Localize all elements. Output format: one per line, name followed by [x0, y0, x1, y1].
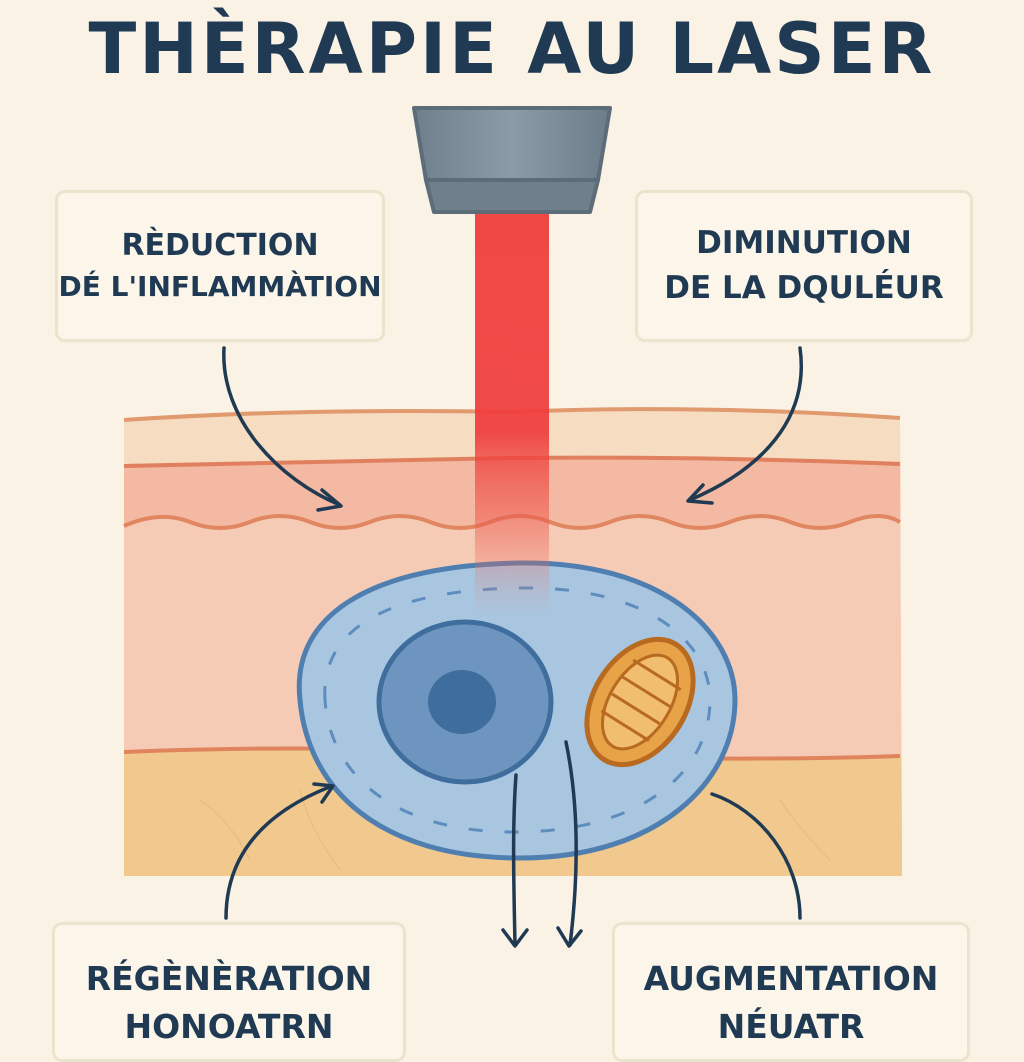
- arrow-regeneration: [224, 784, 334, 920]
- arrow-augmentation: [710, 792, 802, 920]
- arrow-pain: [688, 346, 803, 502]
- label-line: AUGMENTATION: [643, 959, 939, 998]
- label-line: DIMINUTION: [696, 225, 912, 262]
- laser-therapy-diagram: THÈRAPIE AU LASER RÈDUCTION DÉ L'INFLAMM…: [52, 8, 973, 1062]
- label-augmentation: AUGMENTATION NÉUATR: [612, 922, 970, 1062]
- label-line: RÉGÈNÈRATION: [85, 959, 373, 998]
- laser-device: [412, 106, 612, 214]
- label-regeneration: RÉGÈNÈRATION HONOATRN: [52, 922, 406, 1062]
- label-line: NÉUATR: [717, 1006, 865, 1046]
- mitochondrion: [584, 636, 696, 768]
- arrow-down-right: [564, 740, 579, 947]
- arrow-inflammation: [222, 346, 342, 507]
- label-line: RÈDUCTION: [121, 227, 319, 263]
- cell: [296, 560, 738, 861]
- label-reduction-inflammation: RÈDUCTION DÉ L'INFLAMMÀTION: [55, 190, 385, 342]
- label-line: DÉ L'INFLAMMÀTION: [58, 270, 382, 304]
- nucleolus: [428, 670, 496, 734]
- label-line: HONOATRN: [124, 1006, 334, 1046]
- diagram-canvas: [123, 106, 902, 948]
- arrow-down-left: [511, 773, 518, 947]
- page-title: THÈRAPIE AU LASER: [88, 8, 936, 90]
- label-line: DE LA DQULÉUR: [664, 270, 944, 306]
- laser-beam: [475, 205, 549, 615]
- label-pain-reduction: DIMINUTION DE LA DQULÉUR: [635, 190, 973, 342]
